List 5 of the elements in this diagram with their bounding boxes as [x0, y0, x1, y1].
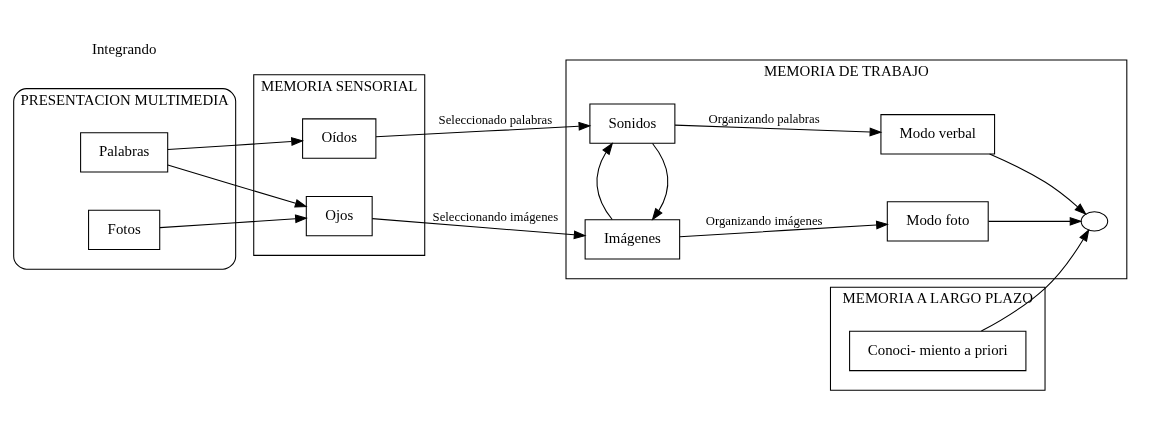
- edge-label: Seleccionado palabras: [438, 113, 553, 128]
- edge-label: Organizando palabras: [708, 112, 820, 127]
- edge-label: Organizando imágenes: [705, 214, 823, 229]
- label: Integrando: [91, 41, 157, 58]
- edge-label: Seleccionando imágenes: [432, 209, 559, 224]
